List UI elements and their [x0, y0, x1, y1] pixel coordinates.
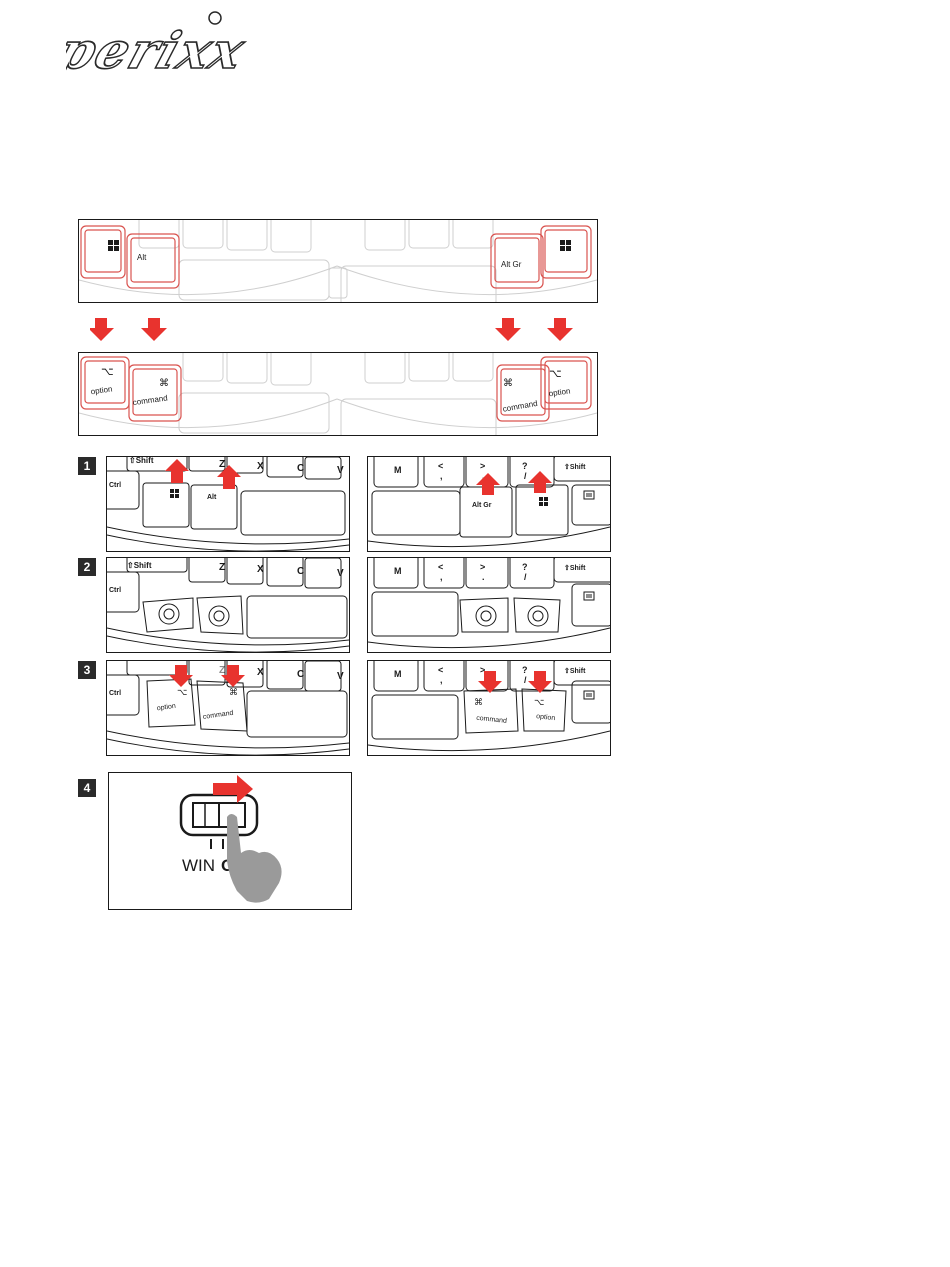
arrow-down-icon: [141, 318, 167, 341]
windows-logo-icon: [539, 497, 548, 506]
svg-text:⌘: ⌘: [229, 687, 238, 697]
svg-text:Alt: Alt: [207, 494, 217, 501]
svg-text:⌥: ⌥: [534, 697, 544, 707]
step-3-badge: 3: [78, 661, 96, 679]
svg-text:?: ?: [522, 461, 528, 471]
step-2-right-panel: M < , > . ? / ⇧Shift: [367, 557, 611, 653]
svg-text:X: X: [257, 564, 264, 575]
svg-text:M: M: [394, 669, 402, 679]
svg-text:Ctrl: Ctrl: [109, 482, 121, 489]
step-1-badge: 1: [78, 457, 96, 475]
svg-text:⇧Shift: ⇧Shift: [564, 667, 586, 675]
arrow-up-icon: [476, 473, 500, 495]
svg-text:.: .: [482, 572, 485, 582]
svg-text:Z: Z: [219, 562, 225, 573]
step-1-left-panel: ⇧Shift Ctrl Z X C V Alt: [106, 456, 350, 552]
svg-text:command: command: [476, 715, 507, 725]
svg-text:C: C: [297, 669, 304, 680]
step-3-left-panel: Ctrl Z X C V ⌥ option ⌘ command: [106, 660, 350, 756]
step-1-right-panel: M < , > . ? / ⇧Shift Alt Gr: [367, 456, 611, 552]
option-symbol: ⌥: [101, 366, 114, 378]
svg-text:Alt Gr: Alt Gr: [472, 502, 492, 509]
step-2-badge: 2: [78, 558, 96, 576]
svg-text:/: /: [524, 572, 527, 582]
svg-text:<: <: [438, 665, 443, 675]
svg-text:⇧Shift: ⇧Shift: [564, 463, 586, 471]
switch-label-win: WIN: [182, 856, 215, 875]
svg-text:⇧Shift: ⇧Shift: [564, 564, 586, 572]
arrow-down-icon: [90, 318, 114, 341]
key-option-label: option: [90, 384, 113, 396]
key-option-label: option: [548, 386, 571, 398]
svg-text:Z: Z: [219, 665, 225, 676]
svg-text:command: command: [202, 710, 234, 721]
overview-windows-panel: Alt Alt Gr: [78, 219, 598, 303]
svg-text:<: <: [438, 562, 443, 572]
svg-text:⌘: ⌘: [474, 697, 483, 707]
step-3-right-panel: M < , > ? / ⇧Shift ⌘ command ⌥ option: [367, 660, 611, 756]
svg-text:/: /: [524, 471, 527, 481]
svg-text:C: C: [297, 463, 304, 474]
menu-key-icon: [584, 491, 594, 499]
svg-text:option: option: [536, 713, 556, 722]
svg-text:⇧Shift: ⇧Shift: [127, 561, 152, 570]
step-4-panel: WIN OS X: [108, 772, 352, 910]
svg-text:X: X: [257, 667, 264, 678]
perixx-logo: perixx: [66, 8, 316, 80]
svg-text:>: >: [480, 461, 485, 471]
arrow-up-icon: [528, 471, 552, 493]
svg-text:<: <: [438, 461, 443, 471]
arrow-down-icon: [547, 318, 573, 341]
svg-text:?: ?: [522, 665, 528, 675]
svg-text:X: X: [257, 461, 264, 472]
svg-text:?: ?: [522, 562, 528, 572]
windows-logo-icon: [170, 489, 179, 498]
svg-text:Ctrl: Ctrl: [109, 690, 121, 697]
svg-text:V: V: [337, 465, 344, 476]
windows-logo-icon: [108, 240, 571, 251]
logo-dot: [209, 12, 221, 24]
arrow-down-icon: [495, 318, 521, 341]
svg-text:,: ,: [440, 572, 443, 582]
command-symbol: ⌘: [159, 378, 169, 389]
svg-text:V: V: [337, 568, 344, 579]
svg-text:V: V: [337, 671, 344, 682]
svg-text:C: C: [297, 566, 304, 577]
logo-text: perixx: [66, 22, 253, 80]
key-altgr-label: Alt Gr: [501, 260, 522, 269]
svg-text:M: M: [394, 465, 402, 475]
overview-mac-panel: ⌥ option ⌘ command ⌘ command ⌥ option: [78, 352, 598, 436]
svg-text:option: option: [156, 703, 176, 713]
step-2-left-panel: ⇧Shift Ctrl Z X C V: [106, 557, 350, 653]
svg-text:,: ,: [440, 471, 443, 481]
svg-text:Ctrl: Ctrl: [109, 587, 121, 594]
command-symbol: ⌘: [503, 378, 513, 389]
key-command-label: command: [132, 393, 168, 407]
option-symbol: ⌥: [549, 368, 562, 380]
svg-text:⇧Shift: ⇧Shift: [129, 457, 154, 465]
step-4-badge: 4: [78, 779, 96, 797]
key-command-label: command: [502, 399, 538, 414]
svg-text:/: /: [524, 675, 527, 685]
svg-text:Z: Z: [219, 459, 225, 470]
arrow-up-icon: [165, 459, 189, 483]
menu-key-icon: [584, 691, 594, 699]
menu-key-icon: [584, 592, 594, 600]
down-arrows: [90, 318, 580, 342]
svg-text:>: >: [480, 562, 485, 572]
svg-text:,: ,: [440, 675, 443, 685]
svg-text:M: M: [394, 566, 402, 576]
key-alt-label: Alt: [137, 253, 147, 262]
svg-text:⌥: ⌥: [177, 687, 187, 697]
